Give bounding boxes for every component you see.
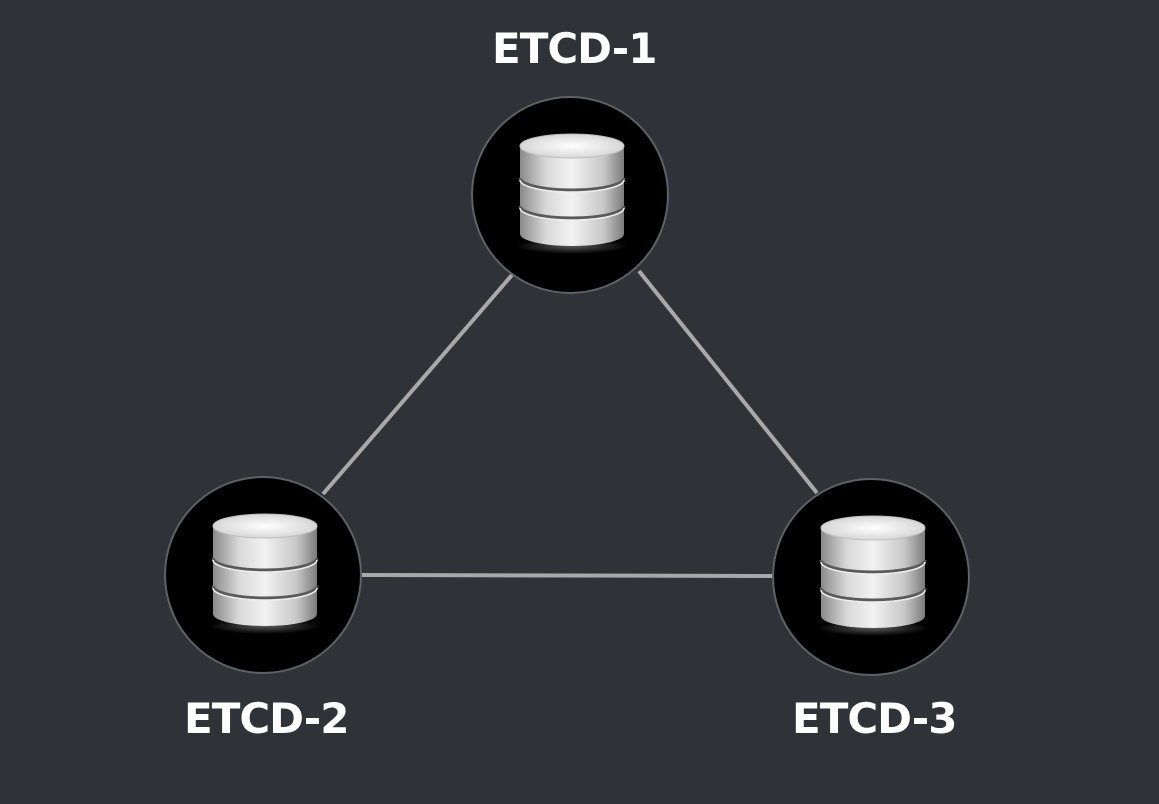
node-etcd-1[interactable] xyxy=(471,96,669,294)
node-etcd-2[interactable] xyxy=(164,476,362,674)
node-label-etcd-3: ETCD-3 xyxy=(792,694,957,743)
edge-etcd2-etcd3 xyxy=(361,573,773,578)
database-icon xyxy=(207,512,323,636)
node-label-etcd-2: ETCD-2 xyxy=(184,694,349,743)
database-icon xyxy=(815,514,931,638)
node-label-etcd-1: ETCD-1 xyxy=(492,24,657,73)
database-icon xyxy=(514,132,630,256)
edge-etcd1-etcd3 xyxy=(637,269,819,495)
edge-etcd1-etcd2 xyxy=(321,273,514,496)
node-etcd-3[interactable] xyxy=(772,478,970,676)
